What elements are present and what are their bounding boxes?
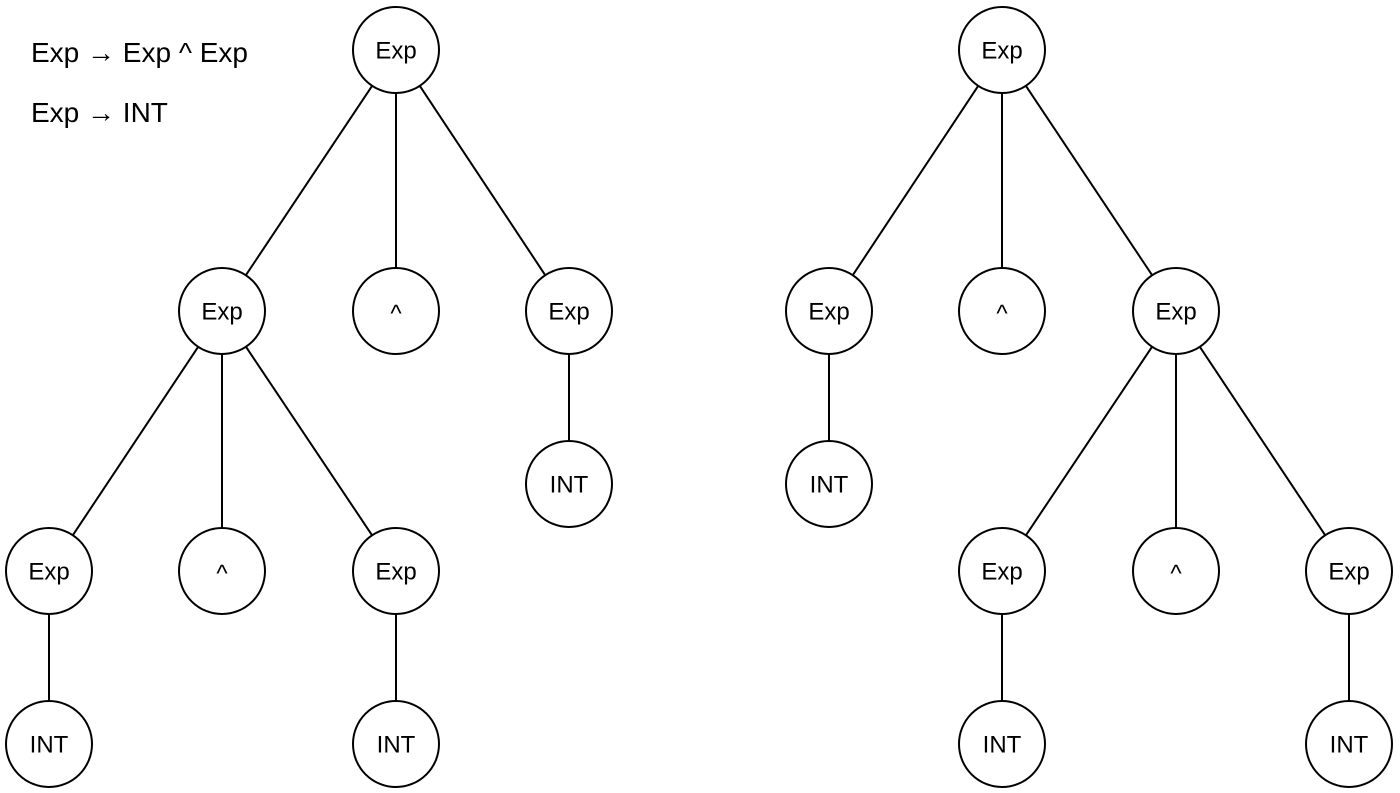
tree-node-int: INT (1305, 700, 1393, 788)
tree-node-caret: ^ (958, 267, 1046, 355)
node-circle (958, 6, 1046, 94)
tree-node-caret: ^ (1132, 527, 1220, 615)
node-label: Exp (808, 299, 849, 326)
node-circle (5, 527, 93, 615)
node-circle (1305, 527, 1393, 615)
node-circle (958, 267, 1046, 355)
node-circle (958, 527, 1046, 615)
node-circle (785, 267, 873, 355)
node-label: Exp (981, 559, 1022, 586)
tree-node-exp: Exp (785, 267, 873, 355)
grammar-rule-1: Exp → Exp ^ Exp (31, 37, 248, 68)
node-label: Exp (28, 559, 69, 586)
node-circle (352, 527, 440, 615)
tree-node-exp: Exp (5, 527, 93, 615)
tree-node-caret: ^ (352, 267, 440, 355)
node-label: INT (550, 472, 589, 499)
node-label: INT (983, 732, 1022, 759)
tree-node-int: INT (785, 440, 873, 528)
node-circle (958, 700, 1046, 788)
node-label: INT (377, 732, 416, 759)
node-label: INT (30, 732, 69, 759)
tree-node-int: INT (525, 440, 613, 528)
node-label: Exp (548, 299, 589, 326)
tree-edge (245, 346, 373, 536)
tree-node-caret: ^ (178, 527, 266, 615)
node-label: ^ (1170, 561, 1182, 588)
node-circle (525, 267, 613, 355)
tree-node-int: INT (5, 700, 93, 788)
node-circle (1132, 527, 1220, 615)
tree-edge (851, 85, 980, 276)
node-label: ^ (390, 301, 402, 328)
node-label: Exp (201, 299, 242, 326)
node-circle (1132, 267, 1220, 355)
tree-node-exp: Exp (1132, 267, 1220, 355)
tree-node-exp: Exp (525, 267, 613, 355)
edges-layer (48, 85, 1350, 701)
node-label: INT (1330, 732, 1369, 759)
grammar-rule-2: Exp → INT (31, 97, 168, 128)
tree-node-exp: Exp (352, 527, 440, 615)
node-label: Exp (1155, 299, 1196, 326)
tree-node-exp: Exp (178, 267, 266, 355)
node-label: Exp (981, 38, 1022, 65)
tree-edge (1198, 346, 1327, 536)
node-circle (1305, 700, 1393, 788)
node-circle (525, 440, 613, 528)
tree-edge (1025, 346, 1153, 536)
tree-edge (418, 85, 547, 276)
node-circle (178, 267, 266, 355)
node-label: ^ (996, 301, 1008, 328)
node-circle (178, 527, 266, 615)
node-circle (352, 700, 440, 788)
node-label: Exp (375, 559, 416, 586)
node-circle (5, 700, 93, 788)
node-label: Exp (1328, 559, 1369, 586)
tree-node-exp: Exp (958, 527, 1046, 615)
node-label: INT (810, 472, 849, 499)
tree-node-exp: Exp (1305, 527, 1393, 615)
tree-node-int: INT (958, 700, 1046, 788)
tree-edge (245, 85, 373, 276)
node-circle (352, 267, 440, 355)
tree-node-exp: Exp (958, 6, 1046, 94)
node-label: Exp (375, 38, 416, 65)
tree-edge (71, 346, 200, 536)
tree-node-int: INT (352, 700, 440, 788)
node-circle (785, 440, 873, 528)
node-label: ^ (216, 561, 228, 588)
node-circle (352, 6, 440, 94)
tree-node-exp: Exp (352, 6, 440, 94)
tree-edge (1025, 85, 1153, 276)
